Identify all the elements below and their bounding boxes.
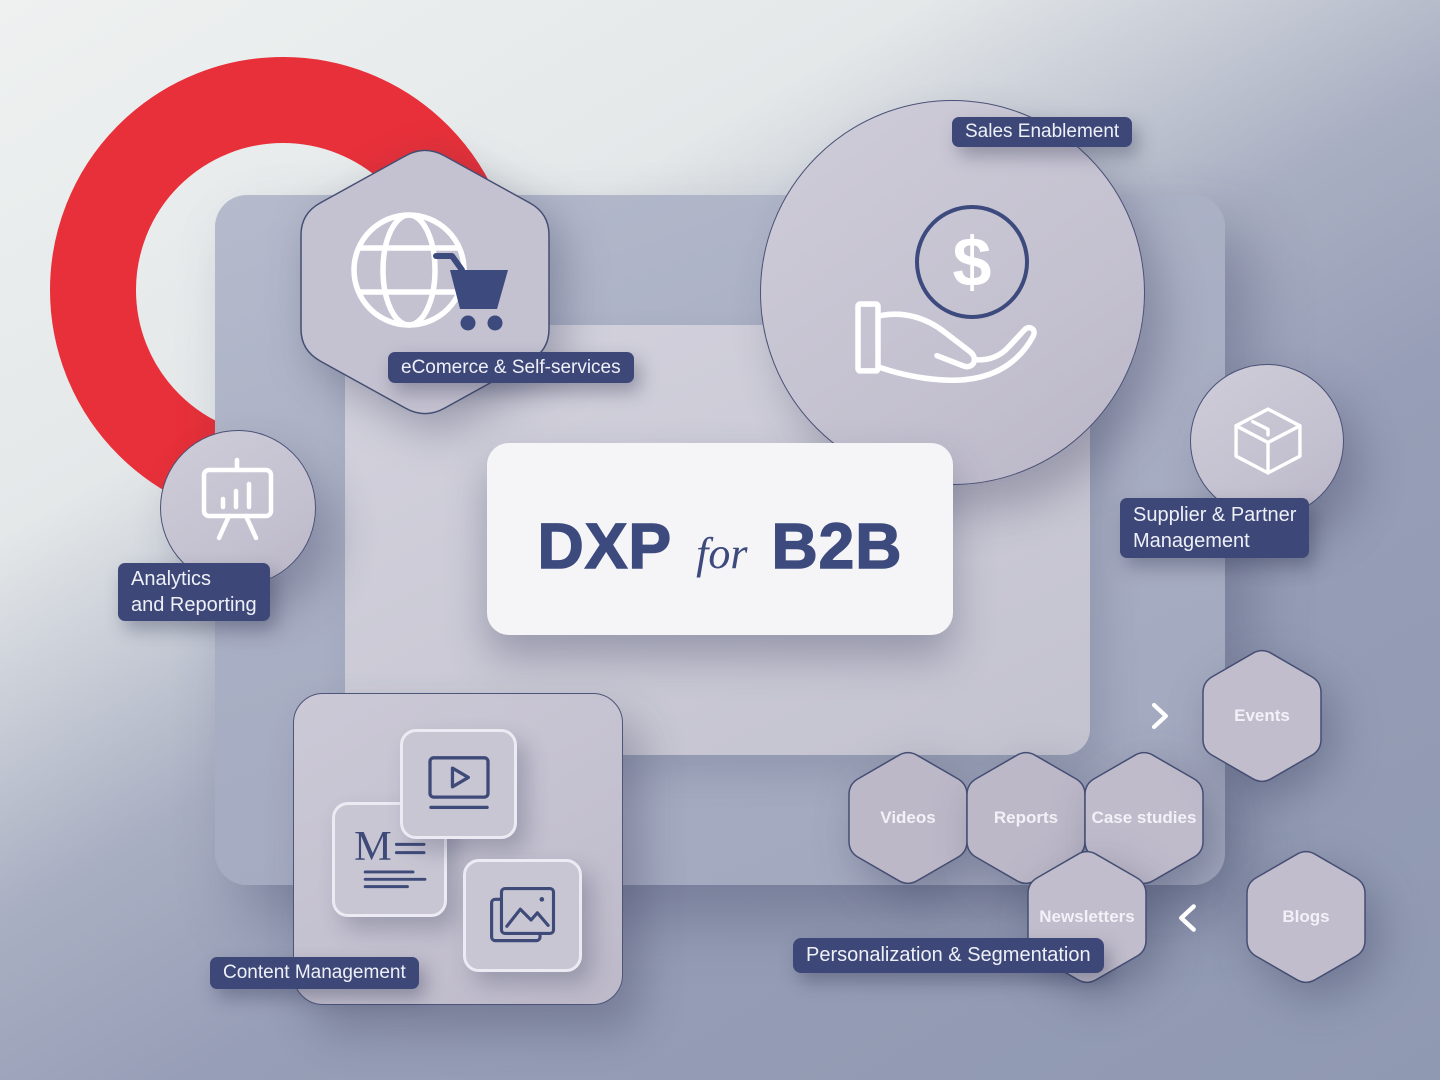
shopping-cart-icon	[433, 253, 508, 331]
label-ecommerce-text: eComerce & Self-services	[401, 356, 621, 378]
image-gallery-icon	[489, 887, 555, 943]
title-primary: DXP	[537, 509, 673, 583]
label-analytics-line2: and Reporting	[131, 594, 257, 616]
hex-case-studies-label: Case studies	[1091, 808, 1197, 827]
hex-videos-label: Videos	[880, 808, 936, 827]
hex-case-studies: Case studies	[1084, 750, 1204, 886]
hex-blogs: Blogs	[1246, 849, 1366, 985]
label-content-management: Content Management	[210, 957, 419, 989]
globe-icon	[351, 212, 467, 328]
hex-blogs-label: Blogs	[1282, 907, 1330, 926]
label-personalization-text: Personalization & Segmentation	[806, 944, 1091, 966]
presentation-chart-icon	[200, 457, 275, 550]
label-analytics: Analytics and Reporting	[118, 563, 270, 621]
title-secondary: B2B	[771, 509, 903, 583]
content-video-card	[400, 729, 517, 839]
title-connector: for	[696, 529, 748, 578]
hex-reports: Reports	[966, 750, 1086, 886]
hex-reports-label: Reports	[993, 808, 1059, 827]
hex-newsletters-label: Newsletters	[1039, 907, 1135, 926]
label-supplier-line2: Management	[1133, 530, 1250, 552]
globe-shopping-cart-icon	[348, 210, 513, 355]
video-player-icon	[427, 756, 490, 810]
hex-newsletters: Newsletters	[1027, 849, 1147, 985]
label-analytics-line1: Analytics	[131, 567, 212, 590]
title-card: DXP for B2B	[487, 443, 953, 635]
hex-events-label: Events	[1234, 706, 1290, 725]
label-personalization: Personalization & Segmentation	[793, 938, 1104, 973]
label-content-text: Content Management	[223, 962, 406, 983]
label-supplier: Supplier & Partner Management	[1120, 498, 1310, 558]
label-ecommerce: eComerce & Self-services	[388, 352, 634, 383]
label-sales-text: Sales Enablement	[965, 121, 1120, 142]
label-sales-enablement: Sales Enablement	[952, 117, 1133, 147]
content-image-card	[463, 859, 582, 972]
label-supplier-line1: Supplier & Partner	[1133, 503, 1297, 526]
svg-text:M: M	[354, 826, 392, 870]
dollar-coin-icon: $	[915, 205, 1029, 319]
hex-events: Events	[1202, 648, 1322, 784]
title-row: DXP for B2B	[537, 509, 903, 583]
package-box-icon	[1230, 402, 1306, 480]
hex-videos: Videos	[848, 750, 968, 886]
article-text-icon: M	[354, 826, 426, 888]
arrow-left-icon	[1168, 902, 1230, 934]
dollar-symbol: $	[952, 223, 992, 301]
hand-icon	[855, 298, 1045, 384]
arrow-right-icon	[1122, 700, 1176, 732]
